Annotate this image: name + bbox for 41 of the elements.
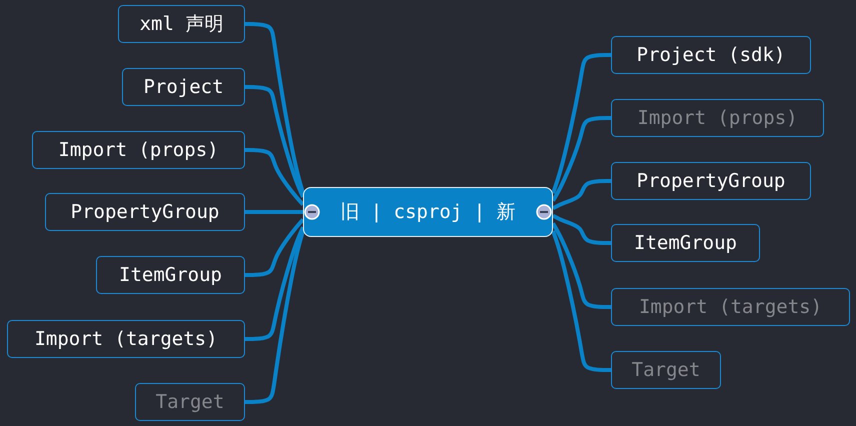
topic-label: Import (props) <box>58 139 219 161</box>
connector-line <box>551 116 611 202</box>
topic-label: ItemGroup <box>119 264 222 286</box>
topic-label: Import (targets) <box>638 296 822 318</box>
topic-label: 旧 | csproj | 新 <box>340 200 516 225</box>
topic-box <box>611 36 811 74</box>
topic-box <box>45 193 245 231</box>
topic-box <box>611 351 721 389</box>
topic-box <box>611 288 850 326</box>
connector-line <box>552 179 611 210</box>
connector-line <box>245 218 304 277</box>
topic-label: PropertyGroup <box>70 201 220 223</box>
topic-box <box>611 224 760 262</box>
connector-line <box>245 85 305 198</box>
central-topic-box <box>303 187 553 237</box>
connector-line <box>245 148 304 206</box>
connector-line <box>245 230 305 404</box>
topic-label: Project (sdk) <box>636 44 786 66</box>
topic-box <box>7 320 245 358</box>
topic-label: Project <box>143 76 224 98</box>
topic-box <box>96 256 245 294</box>
topic-label: xml 声明 <box>140 12 224 37</box>
topic-label: PropertyGroup <box>636 170 786 192</box>
connector-line <box>245 22 305 194</box>
topic-box <box>611 162 811 200</box>
connector-line <box>552 214 611 245</box>
topic-label: ItemGroup <box>634 232 737 254</box>
topic-label: Target <box>156 391 224 413</box>
connector-line <box>551 230 611 372</box>
connector-line <box>245 226 305 341</box>
topic-box <box>118 5 245 43</box>
topic-box <box>135 383 245 421</box>
topic-box <box>32 131 245 169</box>
topic-label: Import (targets) <box>34 328 218 350</box>
connector-line <box>551 53 611 194</box>
connector-line <box>551 222 611 309</box>
topic-label: Import (props) <box>637 107 798 129</box>
topic-label: Target <box>632 359 700 381</box>
topic-box <box>122 68 245 106</box>
connector-line <box>245 210 303 214</box>
topic-box <box>611 99 824 137</box>
